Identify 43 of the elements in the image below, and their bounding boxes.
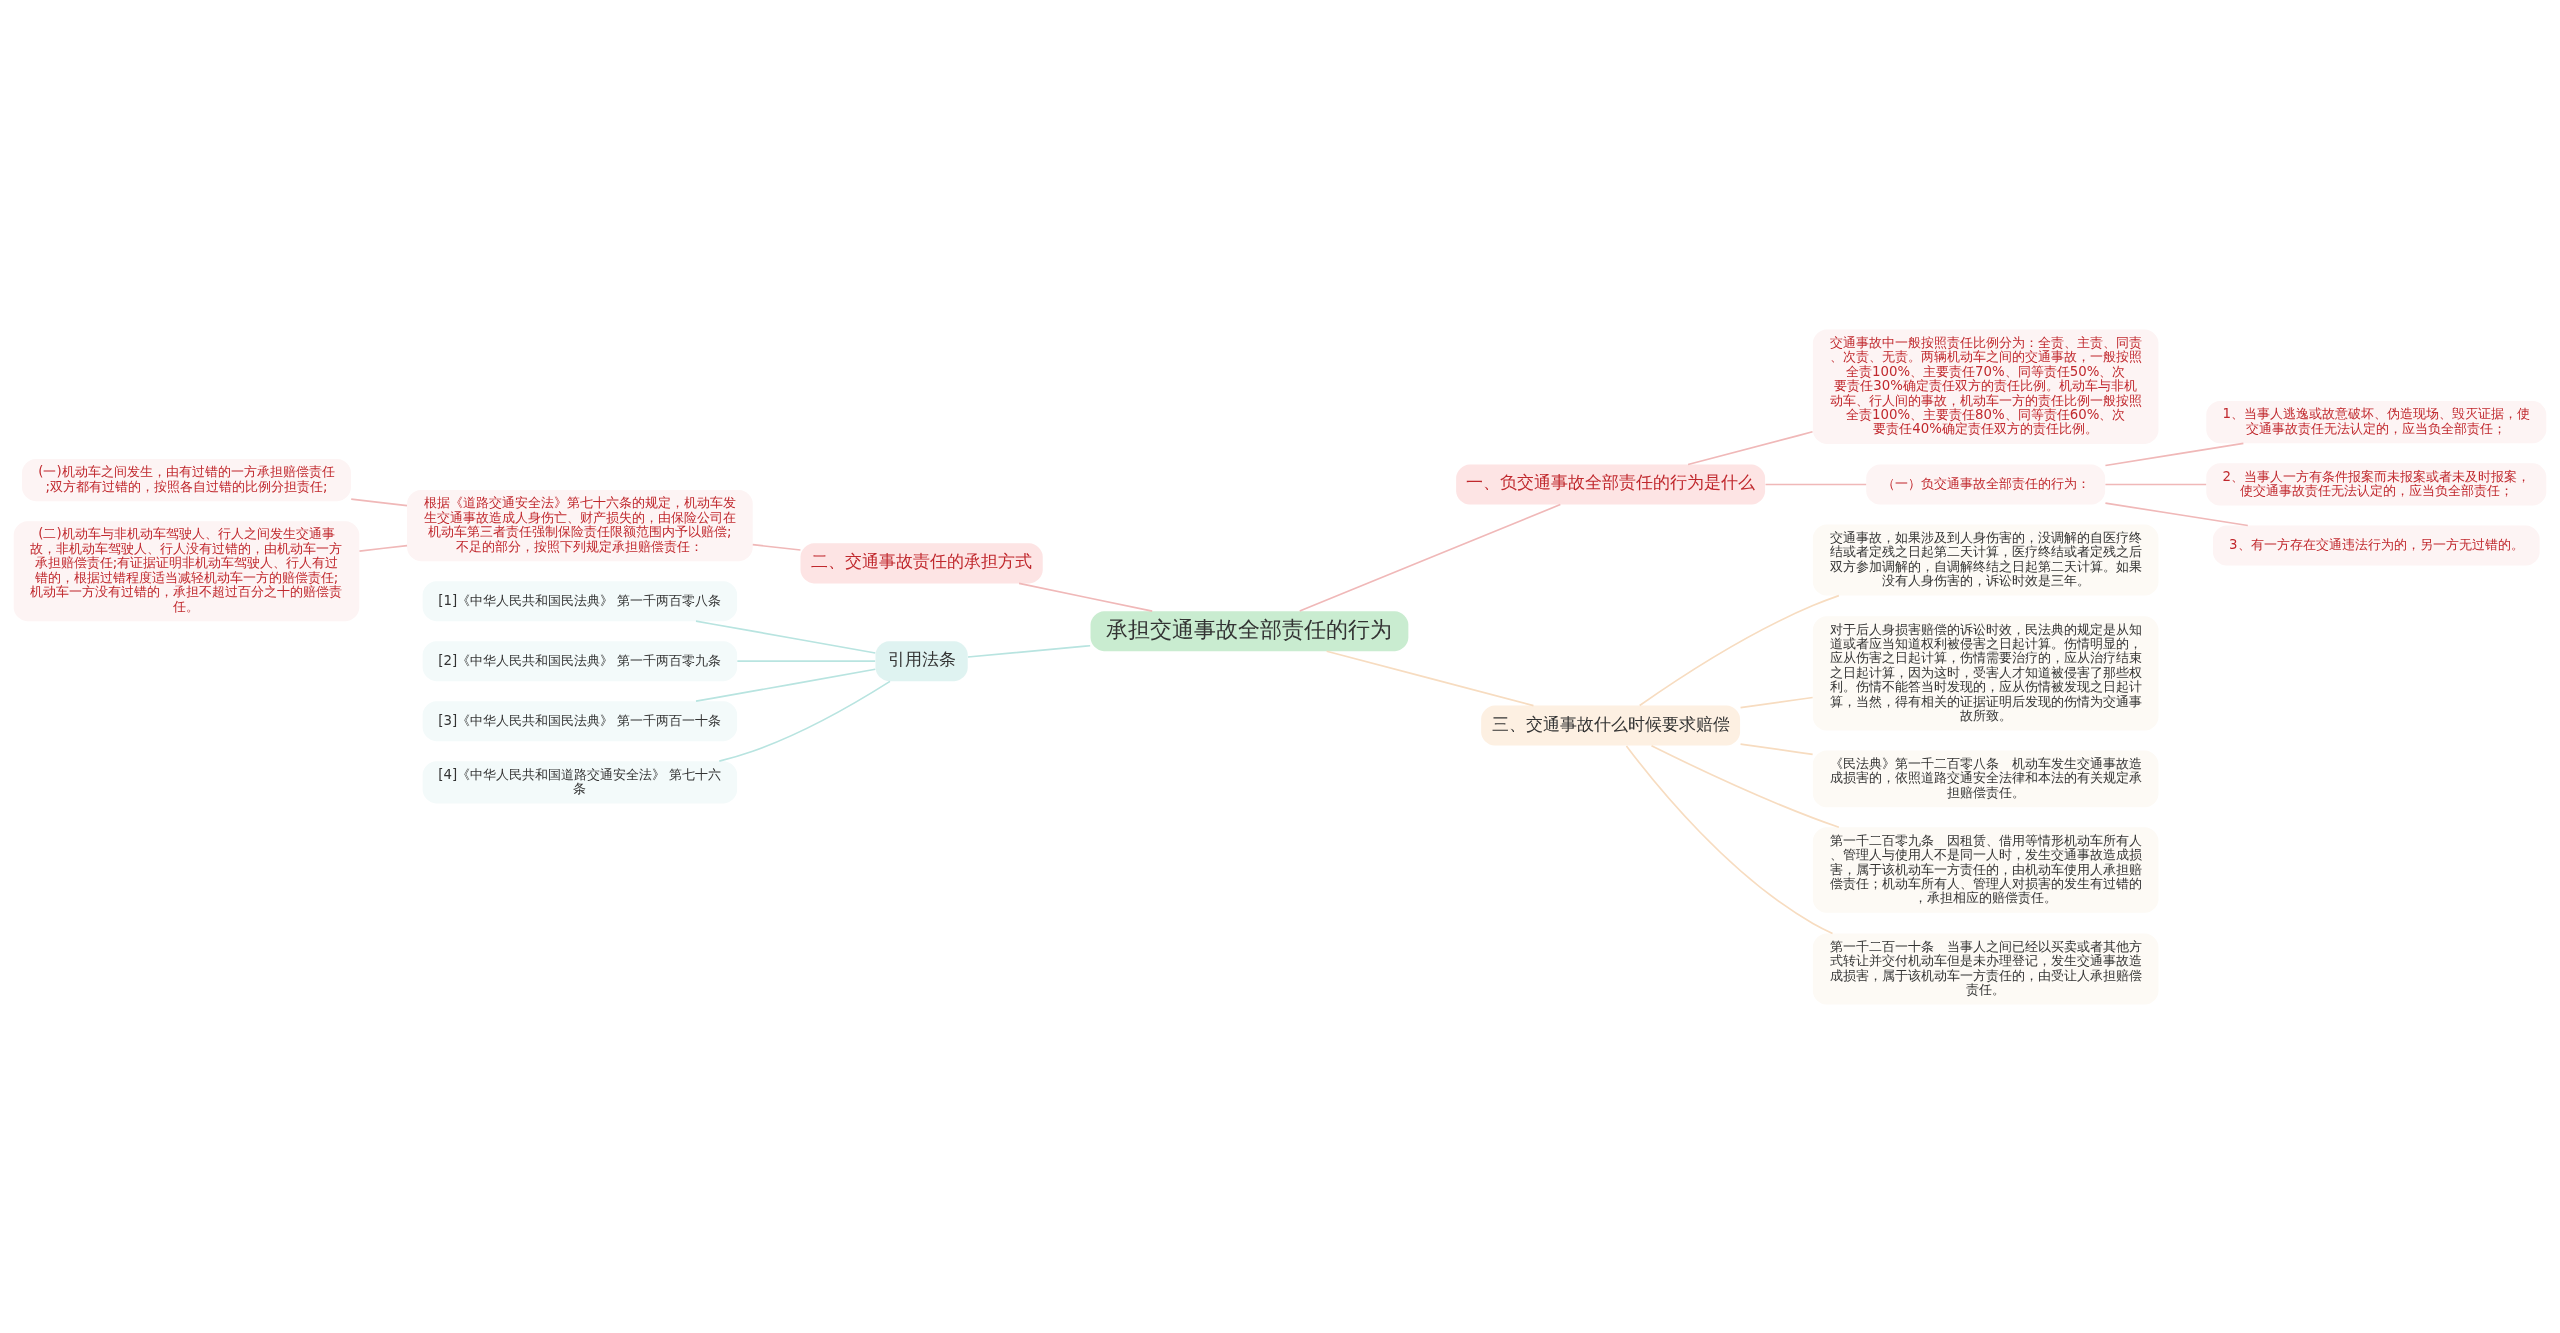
node-box: 二、交通事故责任的承担方式: [800, 542, 1043, 583]
connector: [358, 544, 408, 552]
node-box: [1]《中华人民共和国民法典》 第一千两百零八条: [422, 580, 738, 621]
node-box: 一、负交通事故全部责任的行为是什么: [1456, 463, 1766, 504]
node-box: (二)机动车与非机动车驾驶人、行人之间发生交通事故，非机动车驾驶人、行人没有过错的，由机动车一方承担赔偿责任;有证据证明非机动车驾驶人、行人有过错的，根据过错程度适当减轻机动车一方的赔偿责任;机动车一方没有过错的，承担不超过百分之十的赔偿责任。: [13, 520, 360, 621]
connector: [1764, 483, 1867, 485]
node-box: 第一千二百一十条 当事人之间已经以买卖或者其他方式转让并交付机动车但是未办理登记，发生交通事故造成损害，属于该机动车一方责任的，由受让人承担赔偿责任。: [1812, 932, 2159, 1005]
connector: [1018, 582, 1154, 612]
node-box: 1、当事人逃逸或故意破坏、伪造现场、毁灭证据，使交通事故责任无法认定的，应当负全部责任；: [2206, 400, 2547, 443]
connector: [2104, 442, 2245, 466]
connector: [695, 667, 877, 702]
connector: [2104, 501, 2249, 526]
node-box: [2]《中华人民共和国民法典》 第一千两百零九条: [422, 640, 738, 681]
node-box: 《民法典》第一千二百零八条 机动车发生交通事故造成损害的，依照道路交通安全法律和本法的有关规定承担赔偿责任。: [1812, 750, 2159, 807]
connector: [1650, 744, 1840, 828]
node-box: [3]《中华人民共和国民法典》 第一千两百一十条: [422, 700, 738, 741]
node-box: 引用法条: [875, 640, 968, 681]
connector: [1625, 744, 1834, 934]
node-box: 3、有一方存在交通违法行为的，另一方无过错的。: [2212, 525, 2540, 566]
connector: [736, 659, 876, 662]
connector: [1298, 503, 1562, 612]
node-box: 交通事故，如果涉及到人身伤害的，没调解的自医疗终结或者定残之日起第二天计算，医疗终结或者定残之后双方参加调解的，自调解终结之日起第二天计算。如果没有人身伤害的，诉讼时效是三年。: [1812, 524, 2159, 596]
connector: [1638, 594, 1840, 706]
node-box: 2、当事人一方有条件报案而未报案或者未及时报案，使交通事故责任无法认定的，应当负全部责任；: [2206, 462, 2547, 506]
connector: [1739, 696, 1814, 708]
node-box: 交通事故中一般按照责任比例分为：全责、主责、同责、次责、无责。两辆机动车之间的交通事故，一般按照全责100%、主要责任70%、同等责任50%、次要责任30%确定责任双方的责任比例。机动车与非机动车、行人间的事故，机动车一方的责任比例一般按照全责100%、主要责任80%、同等责任60%、次要责任40%确定责任双方的责任比例。: [1812, 328, 2159, 444]
connector: [1325, 649, 1535, 706]
node-box: (一)机动车之间发生，由有过错的一方承担赔偿责任;双方都有过错的，按照各自过错的比例分担责任;: [22, 458, 351, 501]
connector: [350, 497, 408, 506]
node-box: 承担交通事故全部责任的行为: [1090, 610, 1409, 651]
node-box: 根据《道路交通安全法》第七十六条的规定，机动车发生交通事故造成人身伤亡、财产损失的，由保险公司在机动车第三者责任强制保险责任限额范围内予以赔偿;不足的部分，按照下列规定承担赔偿责任：: [407, 489, 753, 561]
connector: [1687, 430, 1814, 465]
node-box: （一）负交通事故全部责任的行为：: [1866, 463, 2106, 504]
connector: [718, 680, 891, 762]
node-box: 对于后人身损害赔偿的诉讼时效，民法典的规定是从知道或者应当知道权利被侵害之日起计算。伤情明显的，应从伤害之日起计算，伤情需要治疗的，应从治疗结束之日起计算，因为这时，受害人才知道被侵害了那些权利。伤情不能答当时发现的，应从伤情被发现之日起计算，当然，得有相关的证据证明后发现的伤情为交通事故所致。: [1812, 615, 2159, 731]
node-box: 三、交通事故什么时候要求赔偿: [1481, 705, 1741, 746]
node-box: [4]《中华人民共和国道路交通安全法》 第七十六条: [422, 760, 738, 803]
connector: [967, 644, 1091, 658]
connector: [2104, 483, 2207, 485]
connector: [1739, 742, 1814, 755]
connector: [751, 543, 802, 551]
node-box: 第一千二百零九条 因租赁、借用等情形机动车所有人、管理人与使用人不是同一人时，发生交通事故造成损害，属于该机动车一方责任的，由机动车使用人承担赔偿责任；机动车所有人、管理人对损害的发生有过错的，承担相应的赔偿责任。: [1812, 826, 2159, 913]
connector: [695, 619, 877, 654]
